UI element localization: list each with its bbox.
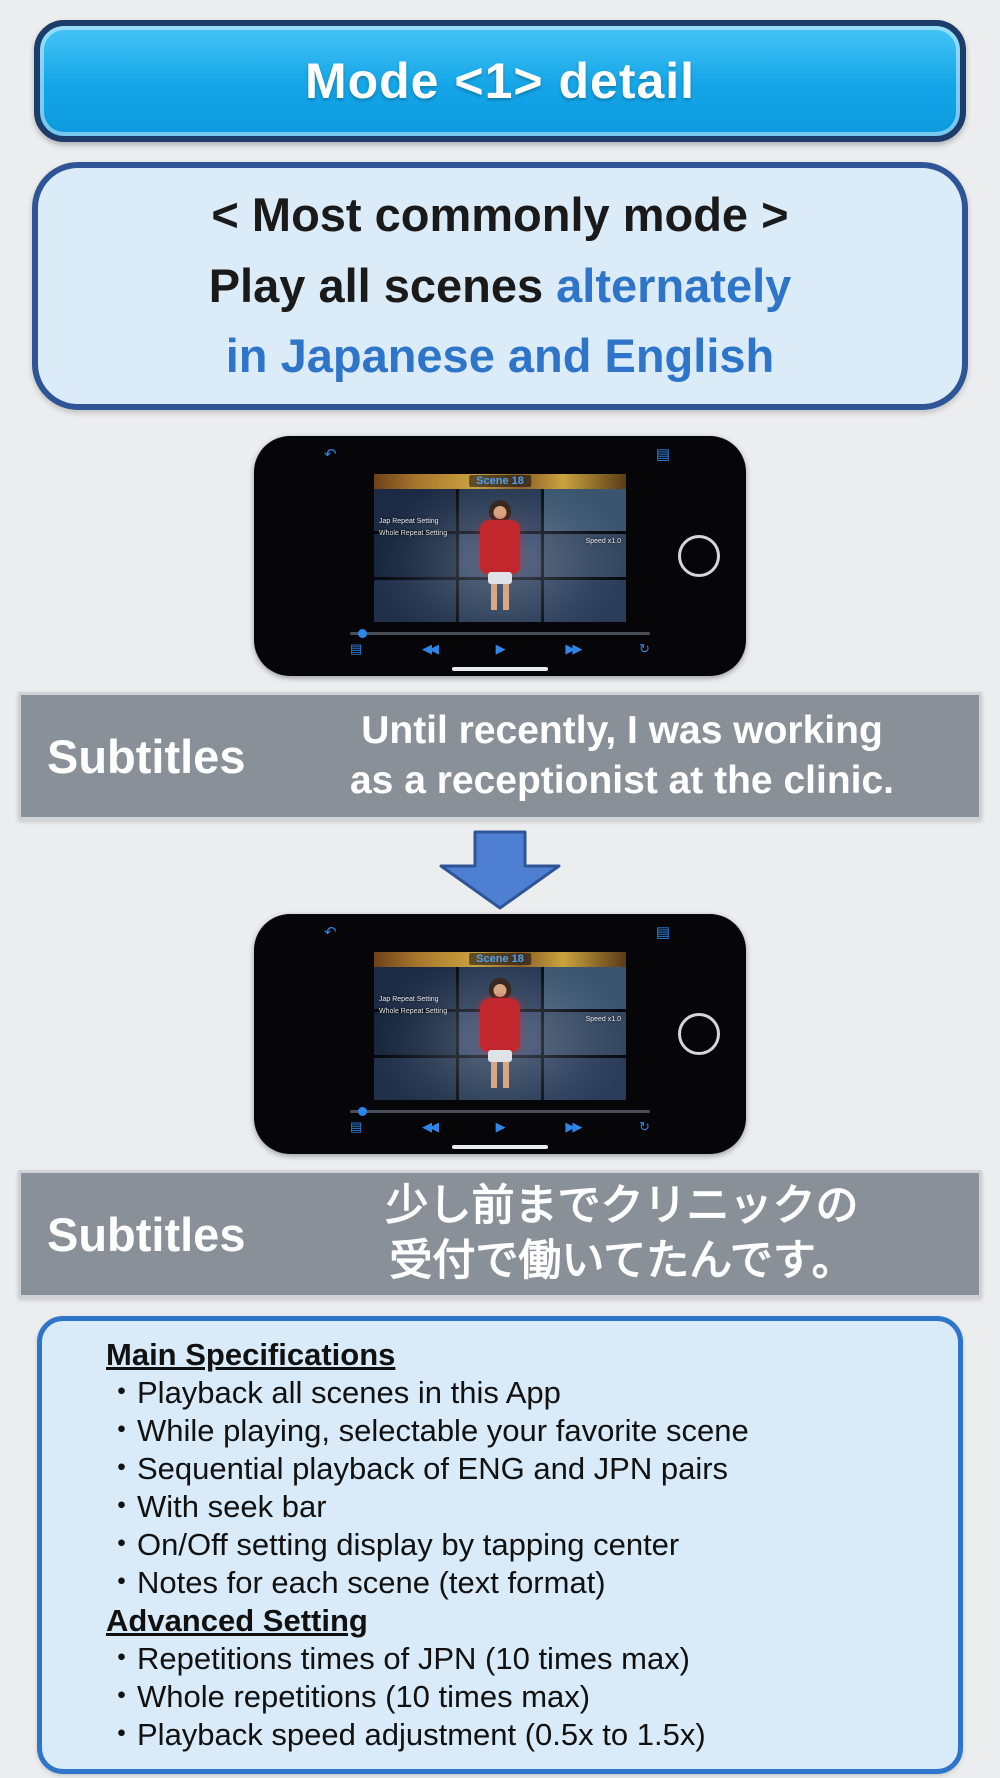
presenter-figure xyxy=(478,978,522,1094)
back-icon: ↶ xyxy=(324,446,337,463)
rewind-icon: ◀◀ xyxy=(421,1119,439,1134)
whole-repeat-setting-text: Whole Repeat Setting xyxy=(379,1008,448,1015)
repeat-icon: ↻ xyxy=(639,641,650,656)
spec-item: ・On/Off setting display by tapping cente… xyxy=(106,1527,680,1562)
scene-thumbnail xyxy=(374,534,456,577)
intro-line-1: < Most commonly mode > xyxy=(211,188,789,242)
playlist-icon: ▤ xyxy=(350,641,363,656)
subtitle-en-line-2: as a receptionist at the clinic. xyxy=(349,759,895,802)
play-icon: ▶ xyxy=(495,1119,506,1134)
spec-item: ・Sequential playback of ENG and JPN pair… xyxy=(106,1451,729,1486)
subtitles-label: Subtitles xyxy=(47,1207,246,1261)
back-icon: ↶ xyxy=(324,924,337,941)
subtitle-jp-line-1: 少し前までクリニックの xyxy=(385,1181,859,1230)
presenter-face xyxy=(493,984,507,997)
spec-item: ・Repetitions times of JPN (10 times max) xyxy=(106,1641,691,1676)
phone-mockup-english: ↶ ▤ Scene 18 Jap Repeat Setting Whole Re… xyxy=(254,436,746,676)
playlist-icon: ▤ xyxy=(350,1119,363,1134)
seek-bar xyxy=(350,1107,650,1116)
intro-line-2-blue: alternately xyxy=(556,258,792,312)
rewind-icon: ◀◀ xyxy=(421,641,439,656)
subtitle-en-line-1: Until recently, I was working xyxy=(361,709,883,753)
spec-item: ・Notes for each scene (text format) xyxy=(106,1565,606,1600)
intro-box: < Most commonly mode > Play all scenes a… xyxy=(32,162,968,410)
subtitle-text-english: Until recently, I was working as a recep… xyxy=(277,706,979,806)
presenter-figure xyxy=(478,500,522,616)
repeat-settings-text: Jap Repeat Setting Whole Repeat Setting xyxy=(379,516,447,540)
speed-label: Speed x1.0 xyxy=(585,538,621,545)
scene-thumbnail xyxy=(544,967,626,1010)
spec-item: ・With seek bar xyxy=(106,1489,327,1524)
spec-item: ・Playback speed adjustment (0.5x to 1.5x… xyxy=(106,1717,706,1752)
scene-thumbnail xyxy=(374,967,456,1010)
grid-icon: ▤ xyxy=(655,446,670,463)
spec-item: ・While playing, selectable your favorite… xyxy=(106,1413,749,1448)
scene-number-label: Scene 18 xyxy=(469,953,531,965)
presenter-red-sweater xyxy=(480,998,520,1052)
scene-thumbnail xyxy=(544,579,626,622)
down-arrow-shape xyxy=(439,830,561,910)
spec-item: ・Whole repetitions (10 times max) xyxy=(106,1679,591,1714)
scene-thumbnail xyxy=(374,579,456,622)
presenter-red-sweater xyxy=(480,520,520,574)
video-frame: Scene 18 Jap Repeat Setting Whole Repeat… xyxy=(374,474,626,622)
scene-thumbnail xyxy=(459,1057,541,1100)
forward-icon: ▶▶ xyxy=(565,641,582,656)
presenter-shorts xyxy=(488,1050,512,1062)
specifications-box: Main Specifications ・Playback all scenes… xyxy=(37,1316,963,1774)
play-icon: ▶ xyxy=(495,641,506,656)
title-banner: Mode <1> detail xyxy=(34,20,966,142)
main-specifications-heading: Main Specifications xyxy=(106,1337,396,1372)
seek-handle xyxy=(358,629,367,638)
presenter-leg xyxy=(491,584,497,610)
intro-line-2-black: Play all scenes xyxy=(208,258,544,312)
repeat-icon: ↻ xyxy=(639,1119,650,1134)
subtitle-text-japanese: 少し前までクリニックの 受付で働いてたんです。 xyxy=(277,1179,979,1289)
jap-repeat-setting-text: Jap Repeat Setting xyxy=(379,518,439,525)
scene-thumbnail-grid xyxy=(374,489,626,622)
jap-repeat-setting-text: Jap Repeat Setting xyxy=(379,996,439,1003)
page-title: Mode <1> detail xyxy=(304,53,696,109)
subtitle-bar-english: Subtitles Until recently, I was working … xyxy=(18,692,982,820)
camera-circle xyxy=(678,1013,720,1055)
presenter-leg xyxy=(491,1062,497,1088)
camera-circle xyxy=(678,535,720,577)
repeat-settings-text: Jap Repeat Setting Whole Repeat Setting xyxy=(379,994,447,1018)
speed-label: Speed x1.0 xyxy=(585,1016,621,1023)
scene-thumbnail xyxy=(374,489,456,532)
spec-item: ・Playback all scenes in this App xyxy=(106,1375,561,1410)
scene-thumbnail xyxy=(544,1057,626,1100)
seek-bar xyxy=(350,629,650,638)
home-indicator xyxy=(452,1145,548,1149)
scene-thumbnail xyxy=(459,579,541,622)
player-controls: ▤ ◀◀ ▶ ▶▶ ↻ xyxy=(350,1119,650,1135)
scene-thumbnail xyxy=(544,534,626,577)
advanced-setting-heading: Advanced Setting xyxy=(106,1603,368,1638)
phone-mockup-japanese: ↶ ▤ Scene 18 Jap Repeat Setting Whole Re… xyxy=(254,914,746,1154)
scene-thumbnail xyxy=(544,489,626,532)
scene-thumbnail xyxy=(544,1012,626,1055)
presenter-leg xyxy=(503,1062,509,1088)
presenter-face xyxy=(493,506,507,519)
subtitle-bar-japanese: Subtitles 少し前までクリニックの 受付で働いてたんです。 xyxy=(18,1170,982,1298)
grid-icon: ▤ xyxy=(655,924,670,941)
player-controls: ▤ ◀◀ ▶ ▶▶ ↻ xyxy=(350,641,650,657)
intro-line-2: Play all scenes alternately xyxy=(209,251,792,322)
home-indicator xyxy=(452,667,548,671)
presenter-leg xyxy=(503,584,509,610)
video-frame: Scene 18 Jap Repeat Setting Whole Repeat… xyxy=(374,952,626,1100)
whole-repeat-setting-text: Whole Repeat Setting xyxy=(379,530,448,537)
flow-arrow-down xyxy=(435,830,565,910)
forward-icon: ▶▶ xyxy=(565,1119,582,1134)
scene-thumbnail xyxy=(374,1012,456,1055)
scene-number-label: Scene 18 xyxy=(469,475,531,487)
seek-handle xyxy=(358,1107,367,1116)
subtitle-jp-line-2: 受付で働いてたんです。 xyxy=(389,1237,855,1285)
scene-thumbnail xyxy=(374,1057,456,1100)
presenter-shorts xyxy=(488,572,512,584)
subtitles-label: Subtitles xyxy=(47,729,246,783)
intro-line-3: in Japanese and English xyxy=(225,329,775,383)
